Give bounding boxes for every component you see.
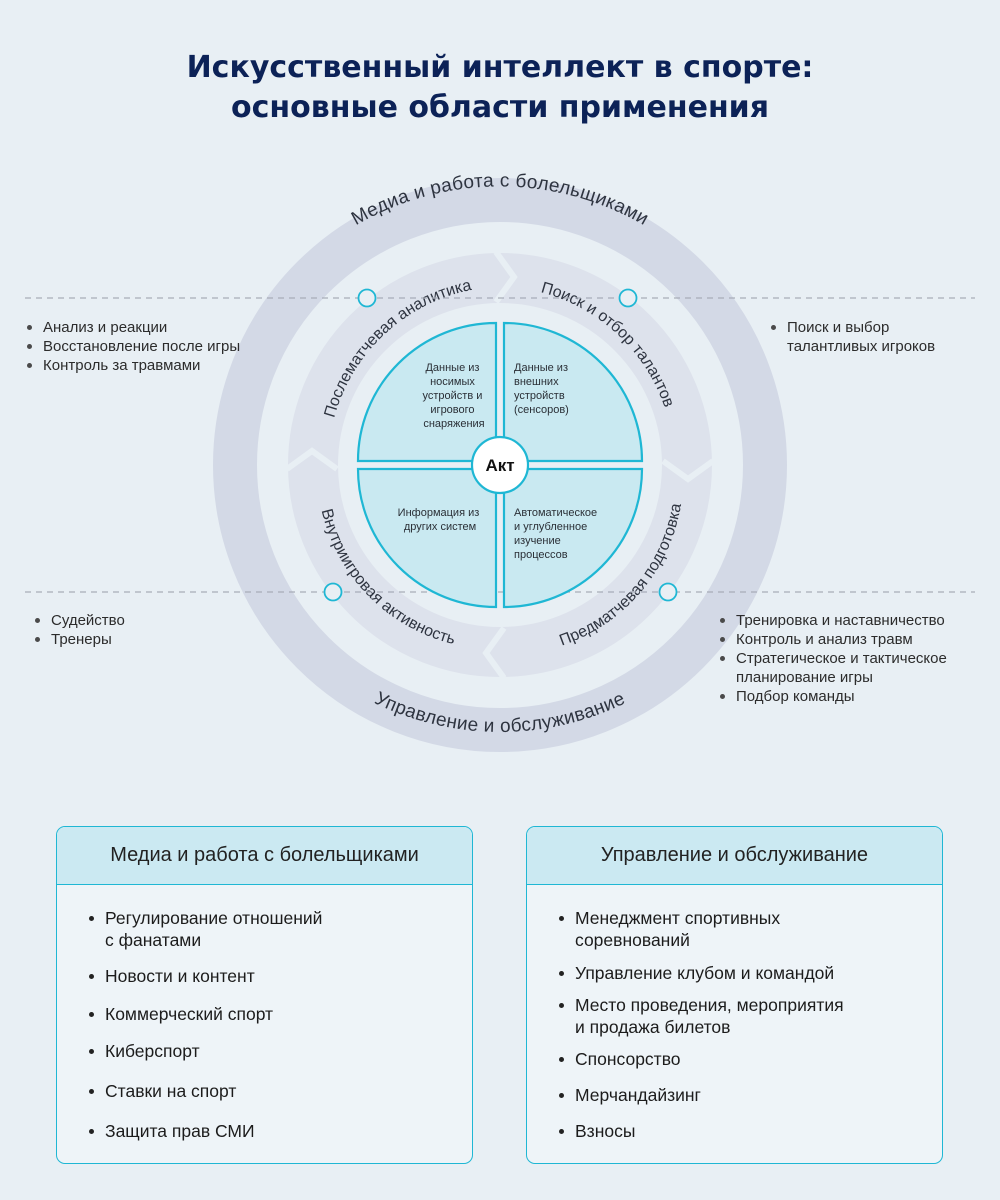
qbl-line-1: Информация из (398, 507, 480, 519)
list-item: Взносы (559, 1120, 915, 1142)
qtl-line-5: снаряжения (423, 418, 484, 430)
qbl-line-2: других систем (404, 521, 476, 533)
qbr-line-1: Автоматическое (514, 507, 597, 519)
arrow-separator-top (493, 250, 518, 304)
list-item: Судейство (34, 611, 125, 630)
list-item: Тренировка и наставничество (719, 611, 947, 630)
connector-dot-ingame (323, 582, 343, 602)
quadrant-bottom-right (502, 467, 644, 609)
connector-dot-postmatch (357, 288, 377, 308)
qtr-line-3: устройств (514, 390, 565, 402)
list-item: Мерчандайзинг (559, 1084, 915, 1106)
list-item: Контроль за травмами (26, 356, 240, 375)
quadrant-top-right (502, 321, 644, 463)
arrow-ring (288, 253, 712, 677)
card-media-fans: Медиа и работа с болельщиками Регулирова… (56, 826, 473, 1164)
callout-list-prematch: Тренировка и наставничество Контроль и а… (719, 611, 947, 706)
qbr-line-2: и углубленное (514, 521, 587, 533)
quadrant-text-top-left: Данные из носимых устройств и игрового с… (423, 362, 486, 430)
qtl-line-2: носимых (430, 376, 475, 388)
list-item-continuation: соревнований (575, 930, 690, 950)
ai-sports-cycle-diagram: Медиа и работа с болельщиками Управление… (25, 170, 975, 752)
list-item: Спонсорство (559, 1048, 915, 1070)
list-item-continuation: планирование игры (736, 669, 873, 686)
list-item-continuation: талантливых игроков (787, 338, 936, 355)
quadrant-text-top-right: Данные из внешних устройств (сенсоров) (514, 362, 571, 416)
quadrant-top-left (356, 321, 498, 463)
title-line-2: основные области применения (231, 90, 769, 125)
list-item: Регулирование отношений (89, 907, 445, 929)
card-management-service-title: Управление и обслуживание (527, 827, 942, 885)
ring-arrow-separators (285, 250, 715, 680)
list-item: Тренеры (34, 630, 125, 649)
outer-ring (213, 178, 787, 752)
arrow-separator-right (661, 458, 715, 483)
callout-list-scouting: Поиск и выбор талантливых игроков (770, 318, 935, 356)
qtr-line-2: внешних (514, 376, 559, 388)
list-item-continuation: и продажа билетов (575, 1017, 731, 1037)
arrow-separator-left (285, 447, 339, 472)
list-item: Киберспорт (89, 1040, 445, 1062)
list-item: Коммерческий спорт (89, 1003, 445, 1025)
arrow-separator-bottom (482, 626, 507, 680)
qtl-line-4: игрового (430, 404, 474, 416)
list-item-continuation: с фанатами (105, 930, 202, 950)
callout-list-postmatch: Анализ и реакции Восстановление после иг… (26, 318, 240, 375)
list-item: Защита прав СМИ (89, 1120, 445, 1142)
center-circle (470, 435, 530, 495)
list-item: Ставки на спорт (89, 1080, 445, 1102)
card-management-service: Управление и обслуживание Менеджмент спо… (526, 826, 943, 1164)
quadrant-text-bottom-left: Информация из других систем (398, 507, 483, 533)
connector-dot-prematch (658, 582, 678, 602)
qtr-line-4: (сенсоров) (514, 404, 569, 416)
list-item: Анализ и реакции (26, 318, 240, 337)
list-item: Контроль и анализ травм (719, 630, 947, 649)
quadrant-bottom-left (356, 467, 498, 609)
qbr-line-4: процессов (514, 549, 568, 561)
list-item: Подбор команды (719, 687, 947, 706)
callout-list-ingame: Судейство Тренеры (34, 611, 125, 649)
list-item: Менеджмент спортивных (559, 907, 915, 929)
list-item: Место проведения, мероприятия (559, 994, 915, 1016)
list-item: Стратегическое и тактическое (719, 649, 947, 668)
qtl-line-1: Данные из (425, 362, 479, 374)
title-line-1: Искусственный интеллект в спорте: (186, 50, 814, 85)
qtr-line-1: Данные из (514, 362, 568, 374)
page-title: Искусственный интеллект в спорте: основн… (0, 48, 1000, 128)
list-item: Восстановление после игры (26, 337, 240, 356)
center-label: Акт (485, 456, 514, 475)
list-item: Управление клубом и командой (559, 962, 915, 984)
quadrant-text-bottom-right: Автоматическое и углубленное изучение пр… (514, 507, 600, 561)
list-item: Новости и контент (89, 965, 445, 987)
list-item: Поиск и выбор (770, 318, 935, 337)
qtl-line-3: устройств и (423, 390, 483, 402)
card-media-fans-title: Медиа и работа с болельщиками (57, 827, 472, 885)
qbr-line-3: изучение (514, 535, 561, 547)
connector-dot-scouting (618, 288, 638, 308)
